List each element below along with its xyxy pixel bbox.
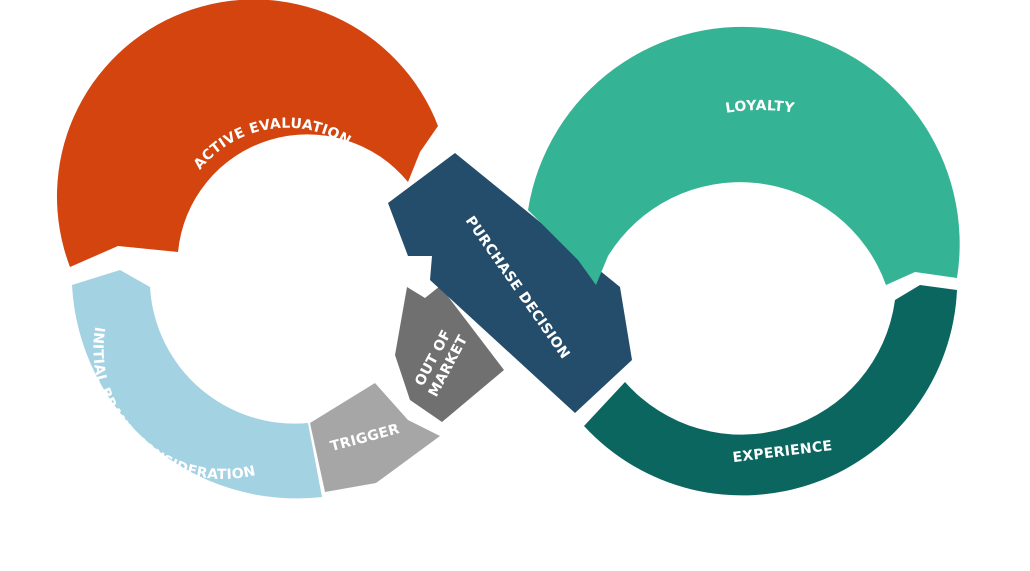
loyalty-label: LOYALTY [724,98,796,117]
initial-brand-consideration-segment [72,270,322,499]
purchase-decision-segment [388,153,632,413]
trigger-segment [310,383,440,492]
experience-segment [584,285,957,496]
loyalty-segment [528,26,960,285]
out-of-market-segment [395,286,504,422]
active-evaluation-segment [56,0,438,267]
